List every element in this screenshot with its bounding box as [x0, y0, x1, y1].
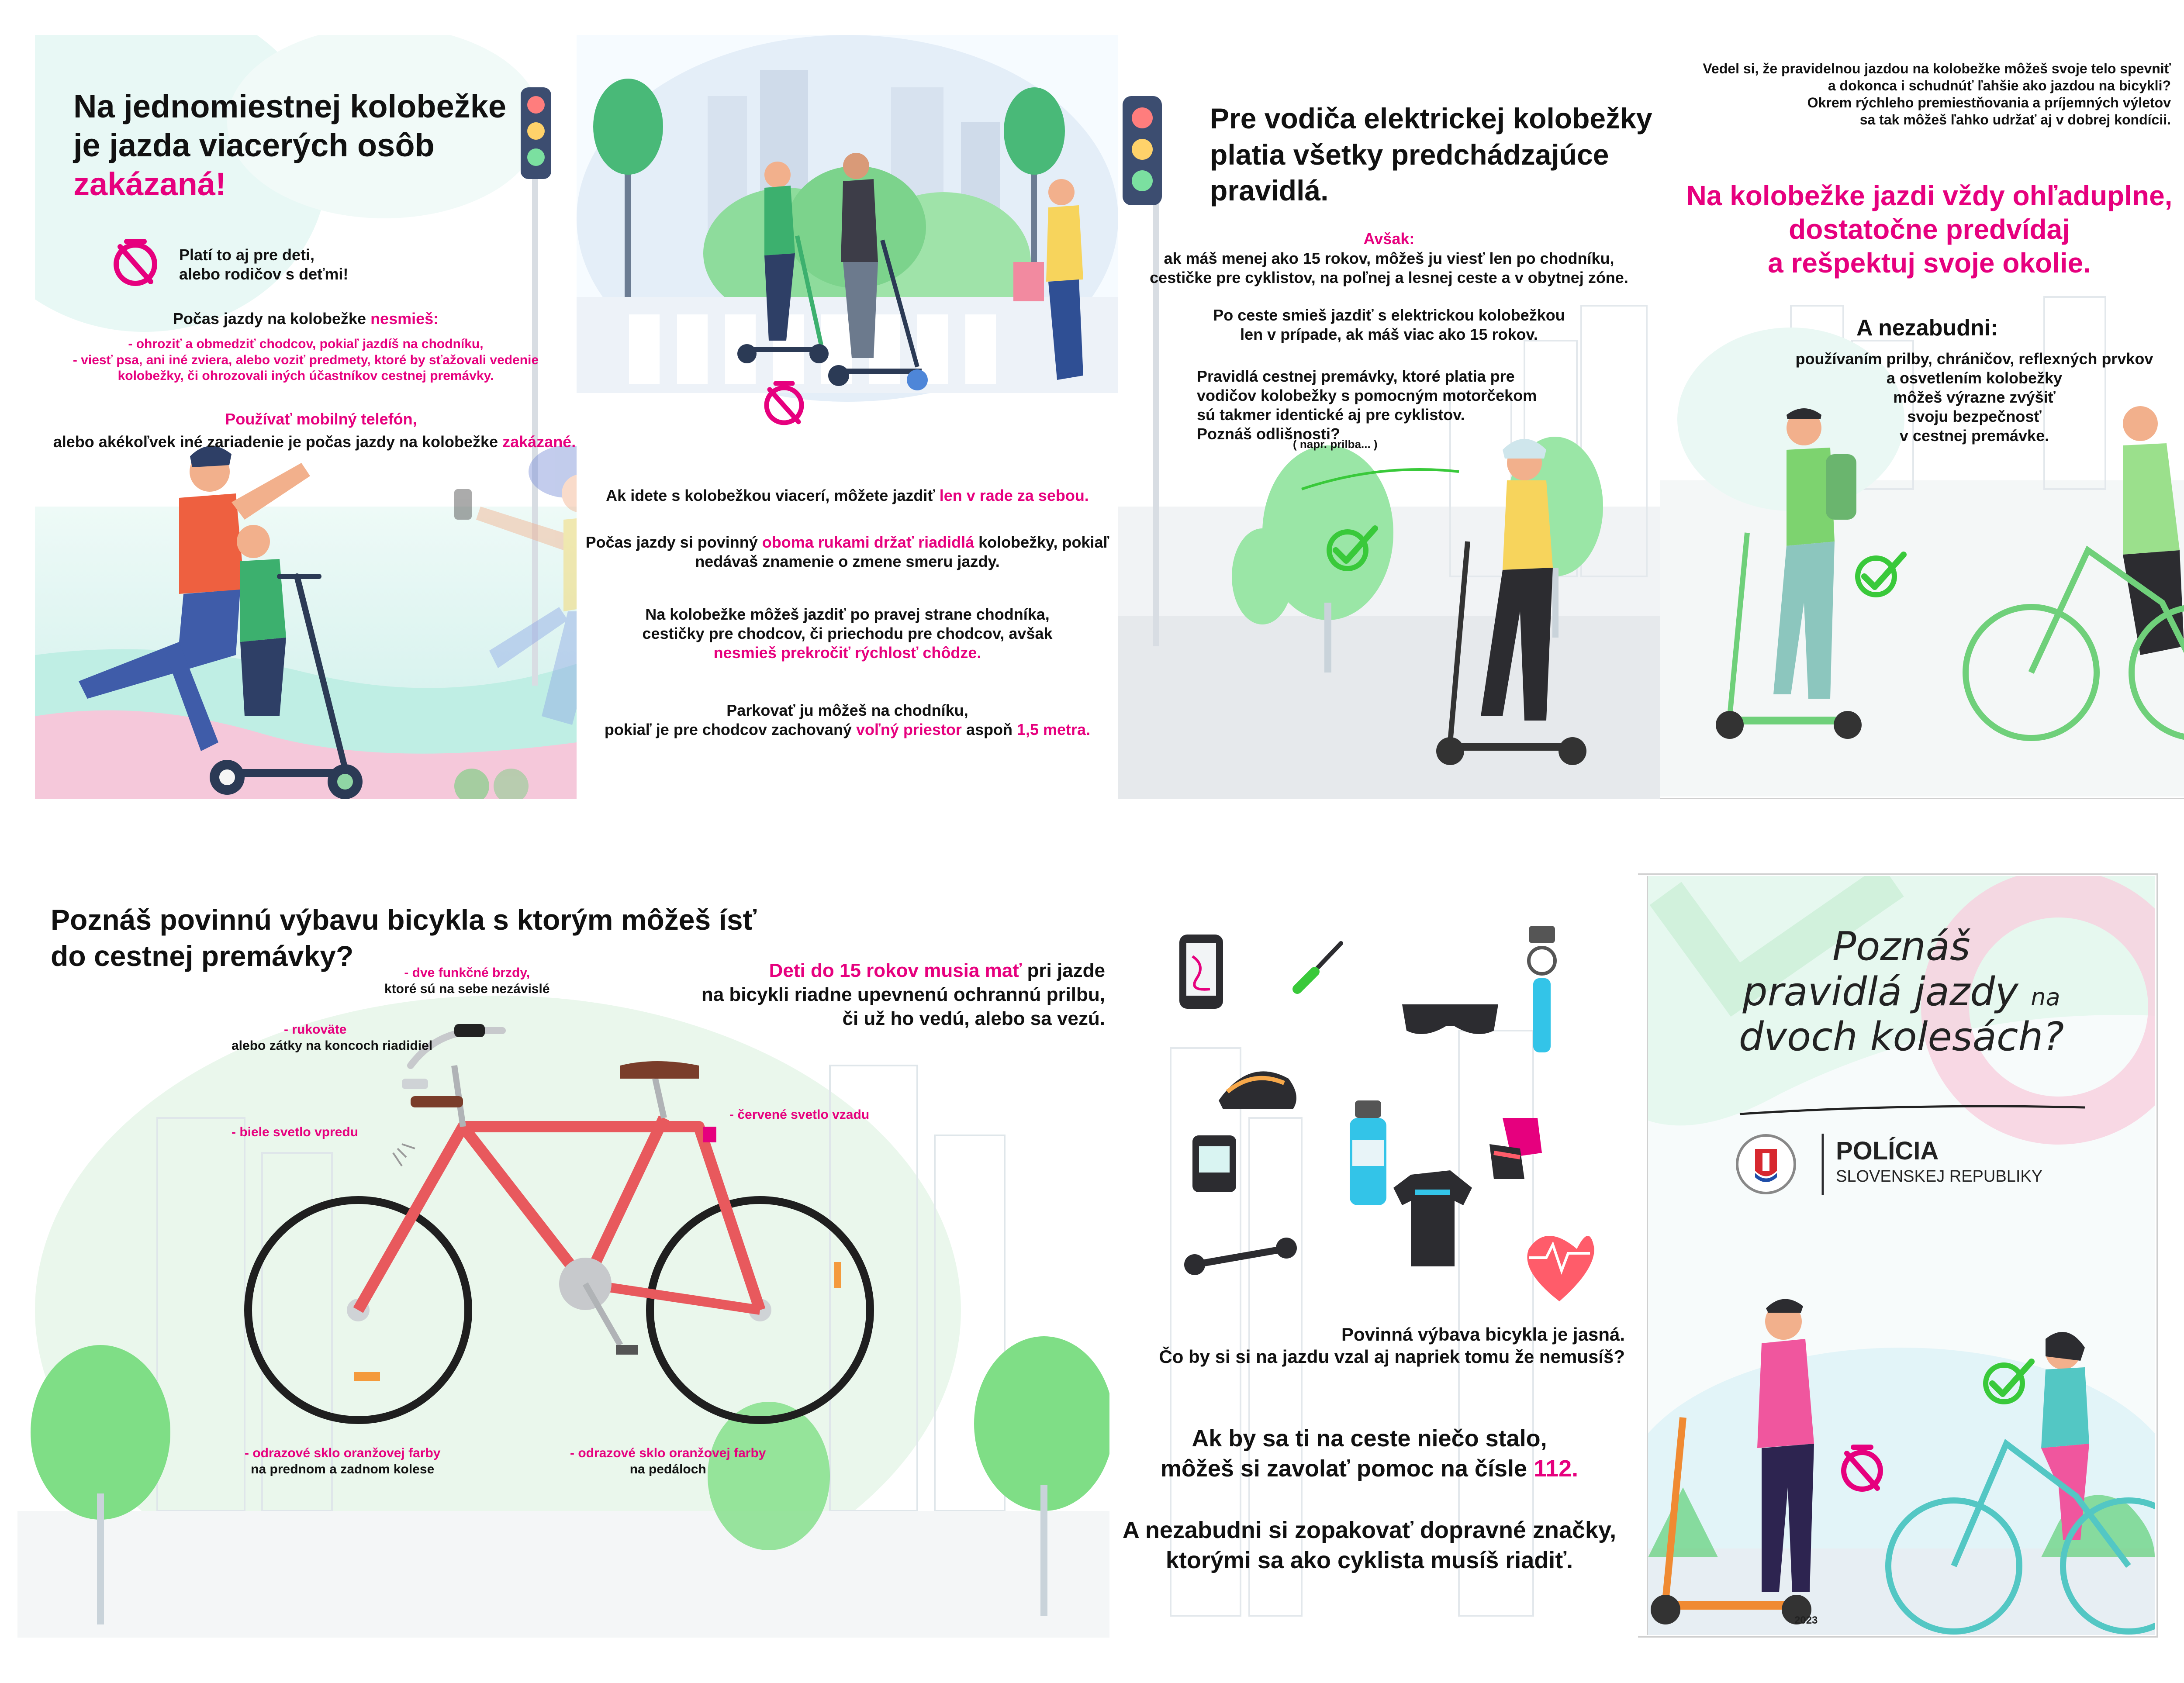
helmet-rule: Deti do 15 rokov musia mať pri jazde na …: [701, 960, 1105, 1029]
cover-title: Poznáš pravidlá jazdy na dvoch kolesách?: [1738, 924, 2064, 1060]
brakes-label: - dve funkčné brzdy, ktoré sú na sebe ne…: [384, 966, 550, 996]
panel-4: Vedel si, že pravidelnou jazdou na kolob…: [1660, 35, 2184, 797]
hands-rule: Počas jazdy si povinný oboma rukami drža…: [585, 533, 1109, 570]
bottle-icon: [1350, 1100, 1386, 1205]
check-icon: [1327, 525, 1378, 571]
panel-3-title: Pre vodiča elektrickej kolobežky platia …: [1210, 102, 1652, 207]
courtesy-message: Na kolobežke jazdi vždy ohľaduplne, dost…: [1686, 180, 2173, 279]
sidewalk-rule: Na kolobežke môžeš jazdiť po pravej stra…: [642, 605, 1053, 662]
road-rule: Po ceste smieš jazdiť s elektrickou kolo…: [1213, 306, 1565, 343]
panel-3: Pre vodiča elektrickej kolobežky platia …: [1118, 35, 1660, 799]
cover-illustration: [1648, 876, 2155, 1635]
phone-warning-pink: Používať mobilný telefón,: [225, 410, 417, 428]
under-15-rule: ak máš menej ako 15 rokov, môžeš ju vies…: [1150, 249, 1628, 286]
cover-panel: Poznáš pravidlá jazdy na dvoch kolesách?…: [1647, 876, 2155, 1635]
top-sheet: Na jednomiestnej kolobežke je jazda viac…: [35, 35, 2184, 799]
panel-3-illustration: [1118, 35, 1660, 799]
gloves-icon: [1489, 1118, 1542, 1179]
health-intro: Vedel si, že pravidelnou jazdou na kolob…: [1703, 61, 2171, 128]
parking-rule: Parkovať ju môžeš na chodníku, pokiaľ je…: [604, 701, 1091, 738]
no-riding-side-by-side-icon: [764, 381, 804, 425]
bottom-sheet: Poznáš povinnú výbavu bicykla s ktorým m…: [17, 873, 2158, 1638]
avsak-label: Avšak:: [1363, 230, 1415, 248]
pedal-reflector-label: - odrazové sklo oranžovej farby na pedál…: [570, 1446, 766, 1476]
accessories-illustration: [1109, 873, 1638, 1638]
police-name: POLÍCIA: [1836, 1137, 1939, 1165]
panel-2: Ak idete s kolobežkou viacerí, môžete ja…: [577, 35, 1118, 799]
white-light-label: - biele svetlo vpredu: [232, 1125, 359, 1139]
bike-illustration: [17, 873, 1109, 1638]
nezabudni-heading: A nezabudni:: [1856, 315, 1998, 341]
panel-5-title: Poznáš povinnú výbavu bicykla s ktorým m…: [51, 904, 757, 972]
panel-5: Poznáš povinnú výbavu bicykla s ktorým m…: [17, 873, 1109, 1638]
police-crest-icon: [1736, 1134, 1796, 1194]
panel-6: Povinná výbava bicykla je jasná. Čo by s…: [1109, 873, 1638, 1638]
red-light-label: - červené svetlo vzadu: [729, 1107, 870, 1122]
check-icon: [1855, 552, 1907, 597]
panel-1-title: Na jednomiestnej kolobežke je jazda viac…: [73, 88, 507, 202]
nesmies-heading: Počas jazdy na kolobežke nesmieš:: [173, 310, 439, 328]
helmet-icon: [1219, 1071, 1296, 1109]
wheel-reflector-label: - odrazové sklo oranžovej farby na predn…: [245, 1446, 441, 1476]
panel-1-illustration: [35, 35, 577, 799]
wrench-icon: [1184, 1238, 1297, 1275]
phone-warning: alebo akékoľvek iné zariadenie je počas …: [53, 433, 576, 451]
panel-1: Na jednomiestnej kolobežke je jazda viac…: [35, 35, 577, 799]
traffic-signs-reminder: A nezabudni si zopakovať dopravné značky…: [1122, 1517, 1617, 1574]
sunglasses-icon: [1402, 1004, 1498, 1034]
pump-icon: [1527, 926, 1557, 1052]
panel-2-illustration: [577, 35, 1118, 799]
safety-tips: používaním prilby, chráničov, reflexných…: [1795, 350, 2153, 445]
kids-note: Platí to aj pre deti, alebo rodičov s de…: [179, 246, 349, 283]
jersey-icon: [1393, 1170, 1472, 1266]
optional-gear-question: Povinná výbava bicykla je jasná. Čo by s…: [1159, 1324, 1625, 1367]
police-subname: SLOVENSKEJ REPUBLIKY: [1836, 1167, 2043, 1186]
gps-device-icon: [1179, 935, 1223, 1009]
no-passenger-icon: [114, 239, 157, 286]
cover-year: 2023: [1794, 1614, 1818, 1626]
nesmies-list: - ohroziť a obmedziť chodcov, pokiaľ jaz…: [73, 337, 539, 383]
single-file-rule: Ak idete s kolobežkou viacerí, môžete ja…: [606, 486, 1089, 504]
grips-label: - rukoväte alebo zátky na koncoch riadid…: [232, 1022, 433, 1053]
no-passenger-icon: [1841, 1445, 1883, 1492]
cyclist-similarity: Pravidlá cestnej premávky, ktoré platia …: [1197, 367, 1537, 443]
emergency-number: Ak by sa ti na ceste niečo stalo, môžeš …: [1160, 1425, 1579, 1482]
screwdriver-icon: [1292, 941, 1343, 994]
check-icon: [1983, 1359, 2035, 1404]
panel-4-illustration: [1660, 35, 2184, 797]
bike-computer-icon: [1192, 1135, 1236, 1192]
helmet-hint: ( napr. prilba... ): [1293, 438, 1378, 451]
heart-rate-icon: [1527, 1236, 1594, 1301]
